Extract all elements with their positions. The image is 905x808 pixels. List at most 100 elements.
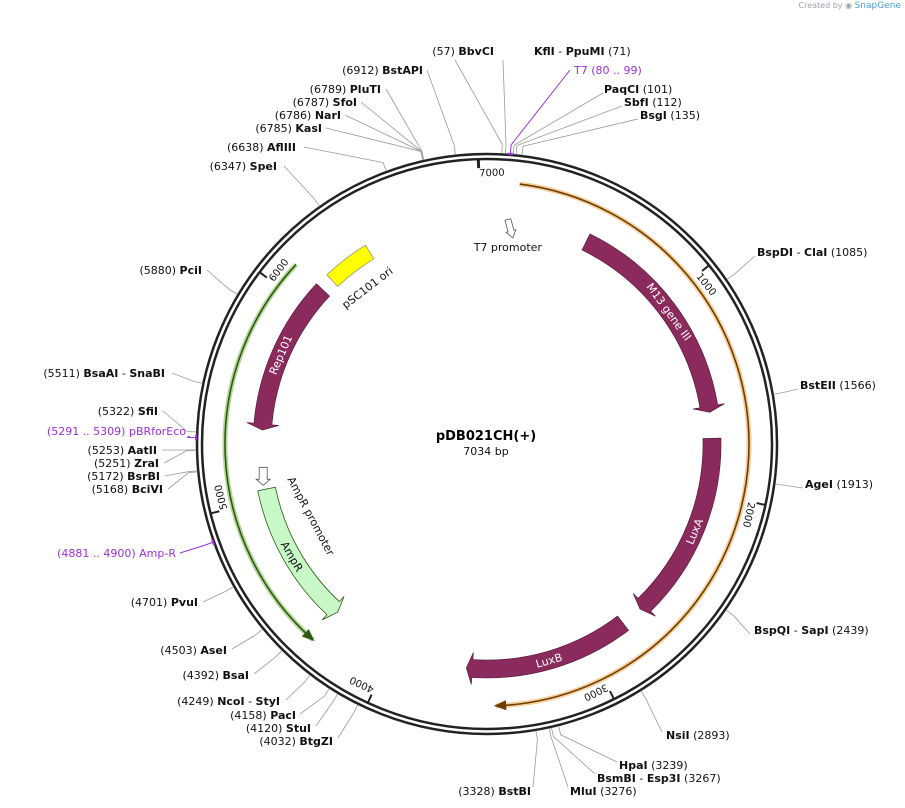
- watermark-brand: SnapGene: [854, 1, 901, 11]
- primer-t7[interactable]: T7 (80 .. 99): [507, 64, 642, 156]
- site-label: SbfI (112): [624, 96, 682, 109]
- site-label: (5172) BsrBI: [87, 470, 160, 483]
- site-label: (4392) BsaI: [182, 669, 249, 682]
- site-position: (4249): [177, 695, 214, 708]
- primer-binding-mark: [211, 538, 216, 546]
- site-label: BspQI - SapI (2439): [754, 624, 869, 637]
- site-bsaai[interactable]: (5511) BsaAI - SnaBI: [43, 367, 203, 384]
- primer-range: (5291 .. 5309): [47, 425, 126, 438]
- primer-amp-r[interactable]: (4881 .. 4900) Amp-R: [57, 538, 216, 560]
- site-position: (112): [652, 96, 682, 109]
- site-leader-line: [502, 59, 507, 154]
- backbone-inner-ring: [200, 157, 774, 731]
- site-ncoi[interactable]: (4249) NcoI - StyI: [177, 674, 311, 708]
- site-position: (4120): [246, 722, 283, 735]
- site-label: (5322) SfiI: [98, 405, 158, 418]
- site-bsai[interactable]: (4392) BsaI: [182, 650, 283, 682]
- site-bsmbi[interactable]: BsmBI - Esp3I (3267): [551, 727, 721, 785]
- site-position: (6786): [275, 109, 312, 122]
- site-label: (4032) BtgZI: [259, 735, 333, 748]
- site-agei[interactable]: AgeI (1913): [775, 478, 873, 491]
- site-leader-line: [515, 105, 623, 155]
- site-bspqi[interactable]: BspQI - SapI (2439): [725, 609, 869, 637]
- site-label: (5251) ZraI: [94, 457, 159, 470]
- site-leader-line: [344, 114, 424, 161]
- feature-m13-gene-iii[interactable]: M13 gene III: [581, 233, 725, 413]
- site-nsii[interactable]: NsiI (2893): [640, 690, 730, 742]
- site-bspdi[interactable]: BspDI - ClaI (1085): [726, 246, 868, 280]
- site-name: BbvCI: [458, 45, 494, 58]
- site-name: PvuI: [171, 596, 198, 609]
- site-name: KasI: [295, 122, 322, 135]
- site-leader-line: [726, 255, 756, 280]
- site-label: (4503) AseI: [160, 644, 227, 657]
- feature-luxa[interactable]: LuxA: [632, 437, 722, 617]
- site-bbvci[interactable]: (57) BbvCI: [432, 45, 503, 154]
- site-pcii[interactable]: (5880) PciI: [139, 264, 238, 295]
- site-sfoi[interactable]: (6787) SfoI: [293, 96, 424, 161]
- site-asei[interactable]: (4503) AseI: [160, 628, 263, 657]
- ruler-tick-mark: [366, 694, 373, 704]
- site-bsrbi[interactable]: (5172) BsrBI: [87, 470, 198, 483]
- site-mlui[interactable]: MluI (3276): [548, 728, 637, 798]
- site-name: PacI: [270, 709, 296, 722]
- site-bsgi[interactable]: BsgI (135): [521, 109, 700, 156]
- site-aatii[interactable]: (5253) AatII: [88, 444, 197, 457]
- site-leader-line: [164, 470, 198, 477]
- outer-arc-arrowhead: [493, 700, 507, 711]
- site-hpai[interactable]: HpaI (3239): [558, 725, 688, 772]
- site-kfli[interactable]: KflI - PpuMI (71): [502, 45, 631, 154]
- site-paci[interactable]: (4158) PacI: [230, 688, 330, 722]
- site-name: BsaI: [223, 669, 249, 682]
- site-name: NcoI: [217, 695, 244, 708]
- site-label: BspDI - ClaI (1085): [757, 246, 867, 259]
- site-leader-line: [454, 59, 503, 154]
- site-leader-line: [548, 728, 569, 788]
- site-bstapi[interactable]: (6912) BstAPI: [342, 64, 456, 155]
- feature-psc101-ori[interactable]: pSC101 ori: [326, 244, 396, 312]
- site-bcivi[interactable]: (5168) BciVI: [92, 471, 198, 496]
- site-position: (4032): [259, 735, 296, 748]
- site-leader-line: [360, 101, 424, 161]
- site-name: NarI: [315, 109, 341, 122]
- site-position: (6785): [255, 122, 292, 135]
- site-afliii[interactable]: (6638) AflIII: [227, 141, 387, 172]
- site-name: AgeI: [805, 478, 833, 491]
- site-label: (6786) NarI: [275, 109, 341, 122]
- site-pvui[interactable]: (4701) PvuI: [131, 586, 234, 609]
- feature-t7-promoter[interactable]: T7 promoter: [473, 218, 543, 254]
- site-sfii[interactable]: (5322) SfiI: [98, 405, 197, 433]
- site-bstbi[interactable]: (3328) BstBI: [458, 730, 538, 798]
- site-kasi[interactable]: (6785) KasI: [255, 122, 424, 161]
- site-label: (3328) BstBI: [458, 785, 531, 798]
- site-bsteii[interactable]: BstEII (1566): [773, 379, 876, 395]
- ruler-tick-mark: [609, 690, 615, 700]
- site-name: BsmBI: [597, 772, 636, 785]
- site-pluti[interactable]: (6789) PluTI: [310, 83, 425, 161]
- site-label: NsiI (2893): [666, 729, 730, 742]
- feature-t7-promoter-label: T7 promoter: [473, 241, 543, 254]
- site-leader-line: [512, 92, 604, 155]
- outer-arc-arrowhead: [301, 629, 315, 642]
- site-name: KflI: [534, 45, 555, 58]
- primer-name: pBRforEco: [129, 425, 186, 438]
- site-position: (2893): [693, 729, 730, 742]
- site-btgzi[interactable]: (4032) BtgZI: [259, 704, 359, 748]
- site-spei[interactable]: (6347) SpeI: [210, 160, 320, 207]
- site-sbfi[interactable]: SbfI (112): [515, 96, 682, 155]
- site-name: BsgI: [640, 109, 667, 122]
- site-label: (6347) SpeI: [210, 160, 277, 173]
- site-leader-line: [725, 609, 751, 635]
- feature-luxb[interactable]: LuxB: [466, 615, 629, 685]
- site-label: (4701) PvuI: [131, 596, 198, 609]
- watermark: Created by ◉ SnapGene: [799, 1, 902, 11]
- site-zrai[interactable]: (5251) ZraI: [94, 449, 197, 470]
- site-leader-line: [325, 127, 424, 161]
- site-name: BstAPI: [382, 64, 423, 77]
- feature-rep101[interactable]: Rep101: [246, 283, 331, 431]
- site-label: PaqCI (101): [604, 83, 672, 96]
- site-paqci[interactable]: PaqCI (101): [512, 83, 672, 155]
- site-stui[interactable]: (4120) StuI: [246, 693, 339, 735]
- primer-pbrforeco[interactable]: (5291 .. 5309) pBRforEco: [47, 425, 198, 441]
